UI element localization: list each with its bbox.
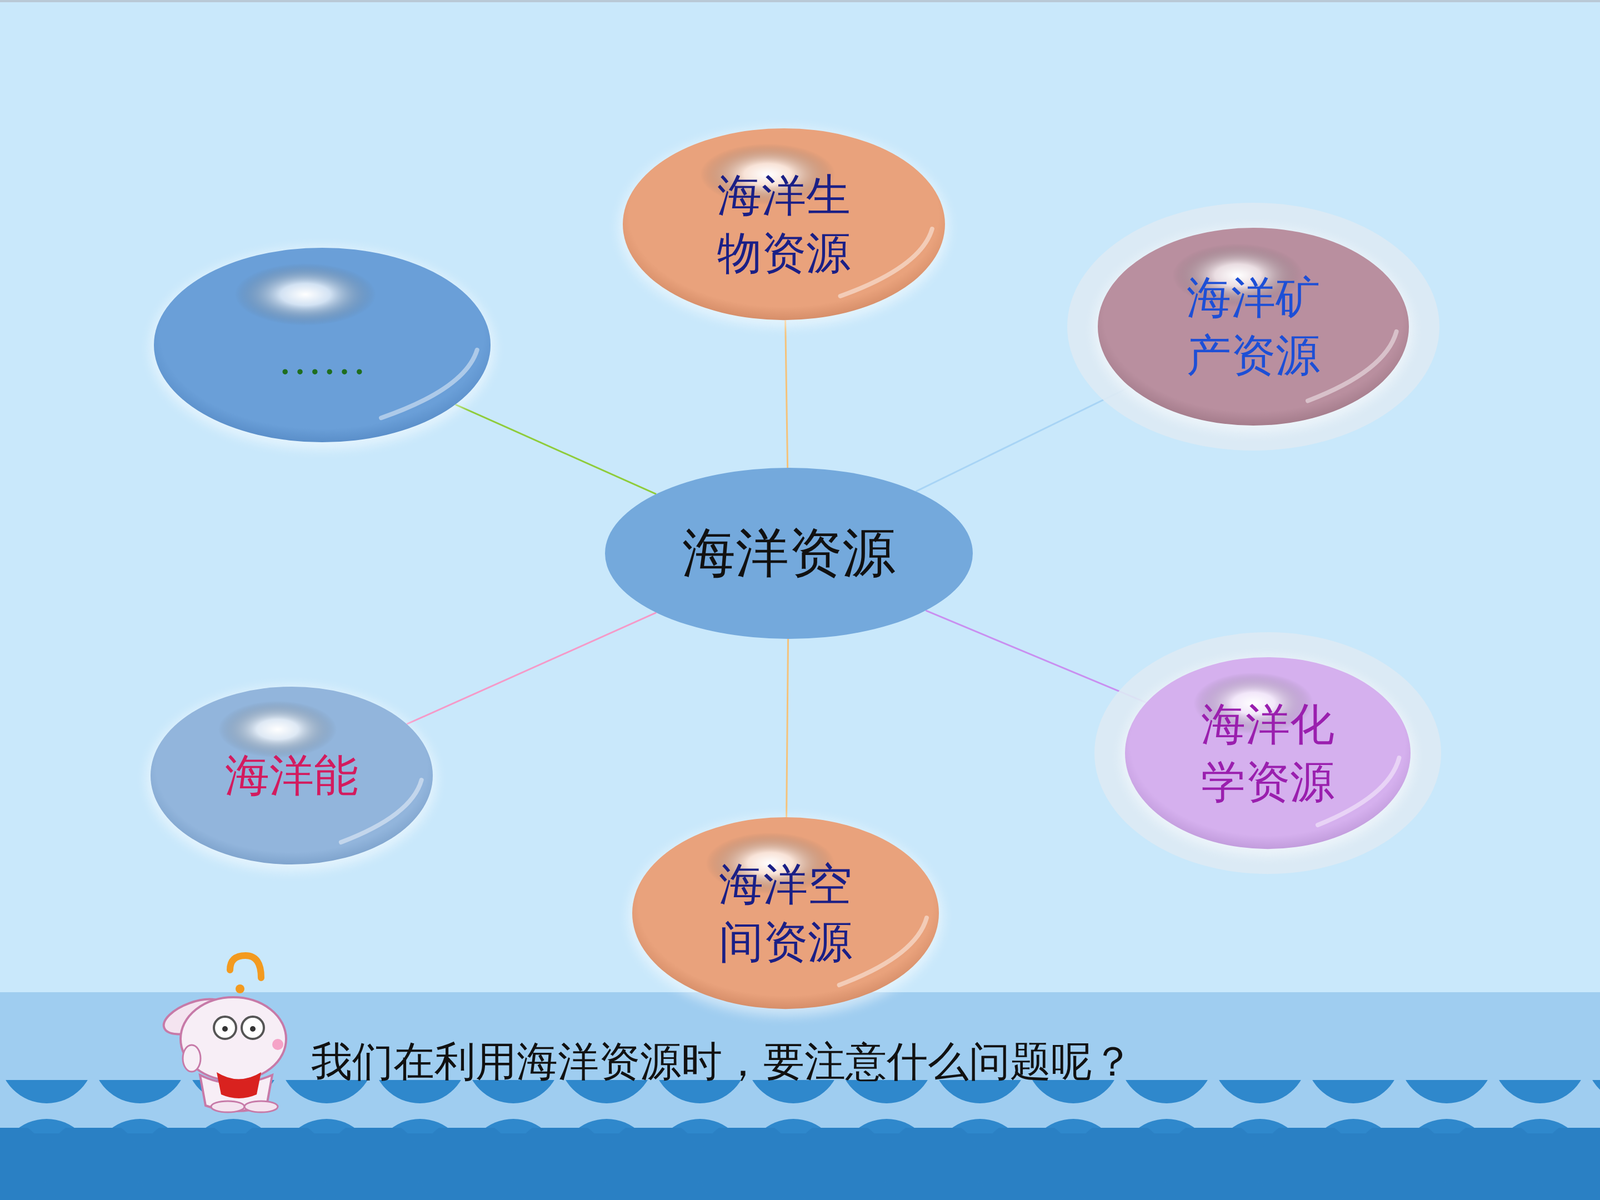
hub-ellipse: 海洋资源 bbox=[593, 456, 984, 650]
ellipse-shape bbox=[1091, 623, 1444, 883]
node-label: 海洋化 学资源 bbox=[1194, 695, 1342, 812]
question-text: 我们在利用海洋资源时，要注意什么问题呢？ bbox=[311, 1034, 1134, 1090]
connector-line bbox=[455, 404, 657, 494]
resource-ellipse: 海洋生 物资源 bbox=[611, 117, 957, 332]
resource-ellipse: 海洋空 间资源 bbox=[621, 806, 950, 1020]
connector-line bbox=[406, 612, 657, 725]
ellipse-shape bbox=[621, 806, 950, 1020]
resource-ellipse: 海洋化 学资源 bbox=[1091, 623, 1444, 883]
resource-ellipse: 海洋矿 产资源 bbox=[1064, 194, 1443, 459]
connector-line bbox=[915, 386, 1130, 492]
node-label: 海洋空 间资源 bbox=[712, 855, 859, 972]
node-label: 海洋生 物资源 bbox=[710, 166, 858, 283]
node-label: 海洋矿 产资源 bbox=[1180, 268, 1327, 385]
resource-ellipse: …… bbox=[142, 236, 502, 454]
cartoon-figure bbox=[159, 955, 287, 1113]
sea-band bbox=[0, 992, 1600, 1200]
node-label: 海洋能 bbox=[225, 746, 359, 805]
top-rule bbox=[0, 0, 1600, 3]
node-label: 海洋资源 bbox=[682, 518, 896, 589]
wave-row bbox=[0, 1127, 1600, 1200]
node-label: …… bbox=[277, 330, 367, 388]
ellipse-shape bbox=[1064, 194, 1443, 459]
resource-ellipse: 海洋能 bbox=[139, 675, 444, 876]
connector-line bbox=[786, 638, 789, 818]
ellipse-shape bbox=[611, 117, 957, 332]
connector-line bbox=[925, 610, 1147, 703]
connector-line bbox=[785, 320, 788, 468]
